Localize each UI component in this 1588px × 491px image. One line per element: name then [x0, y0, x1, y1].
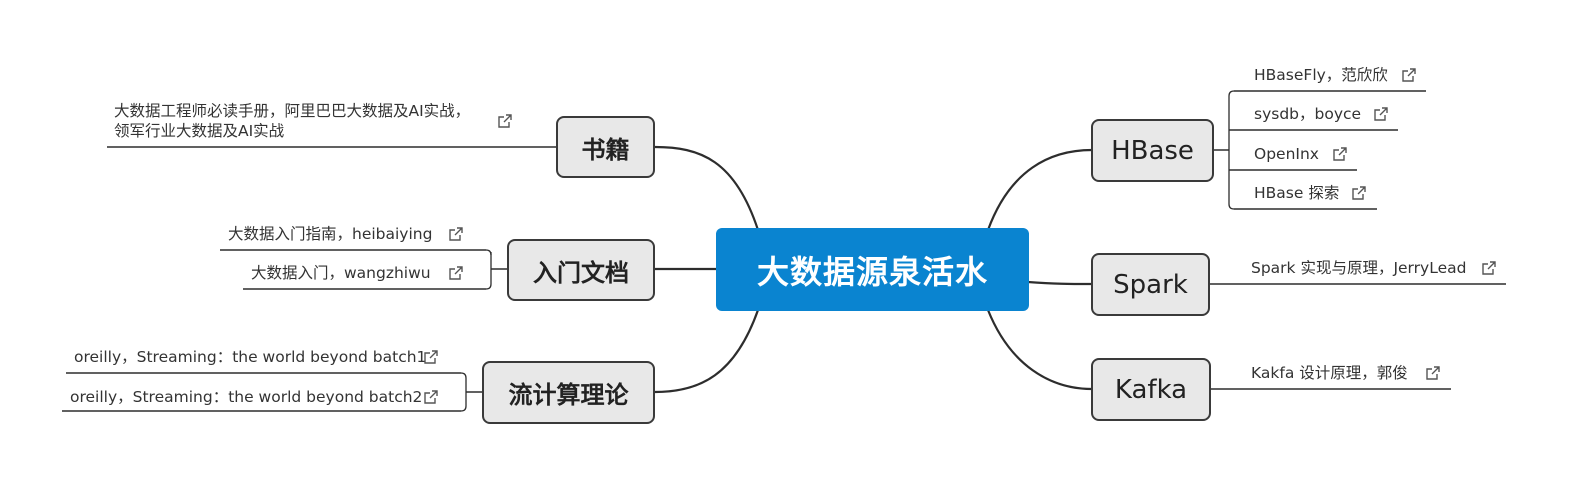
- topic-stream-computing-theory[interactable]: 流计算理论: [482, 361, 655, 424]
- leaf-streaming-batch1[interactable]: oreilly，Streaming：the world beyond batch…: [74, 348, 427, 366]
- external-link-icon[interactable]: [448, 226, 464, 242]
- leaf-kafka-design[interactable]: Kakfa 设计原理，郭俊: [1251, 364, 1408, 382]
- external-link-icon[interactable]: [1481, 260, 1497, 276]
- topic-hbase[interactable]: HBase: [1091, 119, 1214, 182]
- external-link-icon[interactable]: [1332, 146, 1348, 162]
- external-link-icon[interactable]: [423, 389, 439, 405]
- external-link-icon[interactable]: [1401, 67, 1417, 83]
- external-link-icon[interactable]: [497, 113, 513, 129]
- topic-books[interactable]: 书籍: [556, 116, 655, 178]
- leaf-streaming-batch2[interactable]: oreilly，Streaming：the world beyond batch…: [70, 388, 423, 406]
- leaf-hbasefly[interactable]: HBaseFly，范欣欣: [1254, 66, 1388, 84]
- leaf-hbase-explore[interactable]: HBase 探索: [1254, 184, 1340, 202]
- external-link-icon[interactable]: [1351, 185, 1367, 201]
- external-link-icon[interactable]: [423, 349, 439, 365]
- leaf-books-handbook[interactable]: 大数据工程师必读手册，阿里巴巴大数据及AI实战，领军行业大数据及AI实战: [114, 102, 471, 140]
- external-link-icon[interactable]: [1373, 106, 1389, 122]
- leaf-openinx[interactable]: OpenInx: [1254, 145, 1319, 163]
- leaf-sysdb-boyce[interactable]: sysdb，boyce: [1254, 105, 1362, 123]
- leaf-bigdata-intro-wangzhiwu[interactable]: 大数据入门，wangzhiwu: [251, 264, 431, 282]
- leaf-spark-jerrylead[interactable]: Spark 实现与原理，JerryLead: [1251, 259, 1467, 277]
- topic-kafka[interactable]: Kafka: [1091, 358, 1211, 421]
- external-link-icon[interactable]: [1425, 365, 1441, 381]
- topic-getting-started-docs[interactable]: 入门文档: [507, 239, 655, 301]
- leaf-bigdata-guide-heibaiying[interactable]: 大数据入门指南，heibaiying: [228, 225, 433, 243]
- external-link-icon[interactable]: [448, 265, 464, 281]
- topic-spark[interactable]: Spark: [1091, 253, 1210, 316]
- central-topic[interactable]: 大数据源泉活水: [716, 228, 1029, 311]
